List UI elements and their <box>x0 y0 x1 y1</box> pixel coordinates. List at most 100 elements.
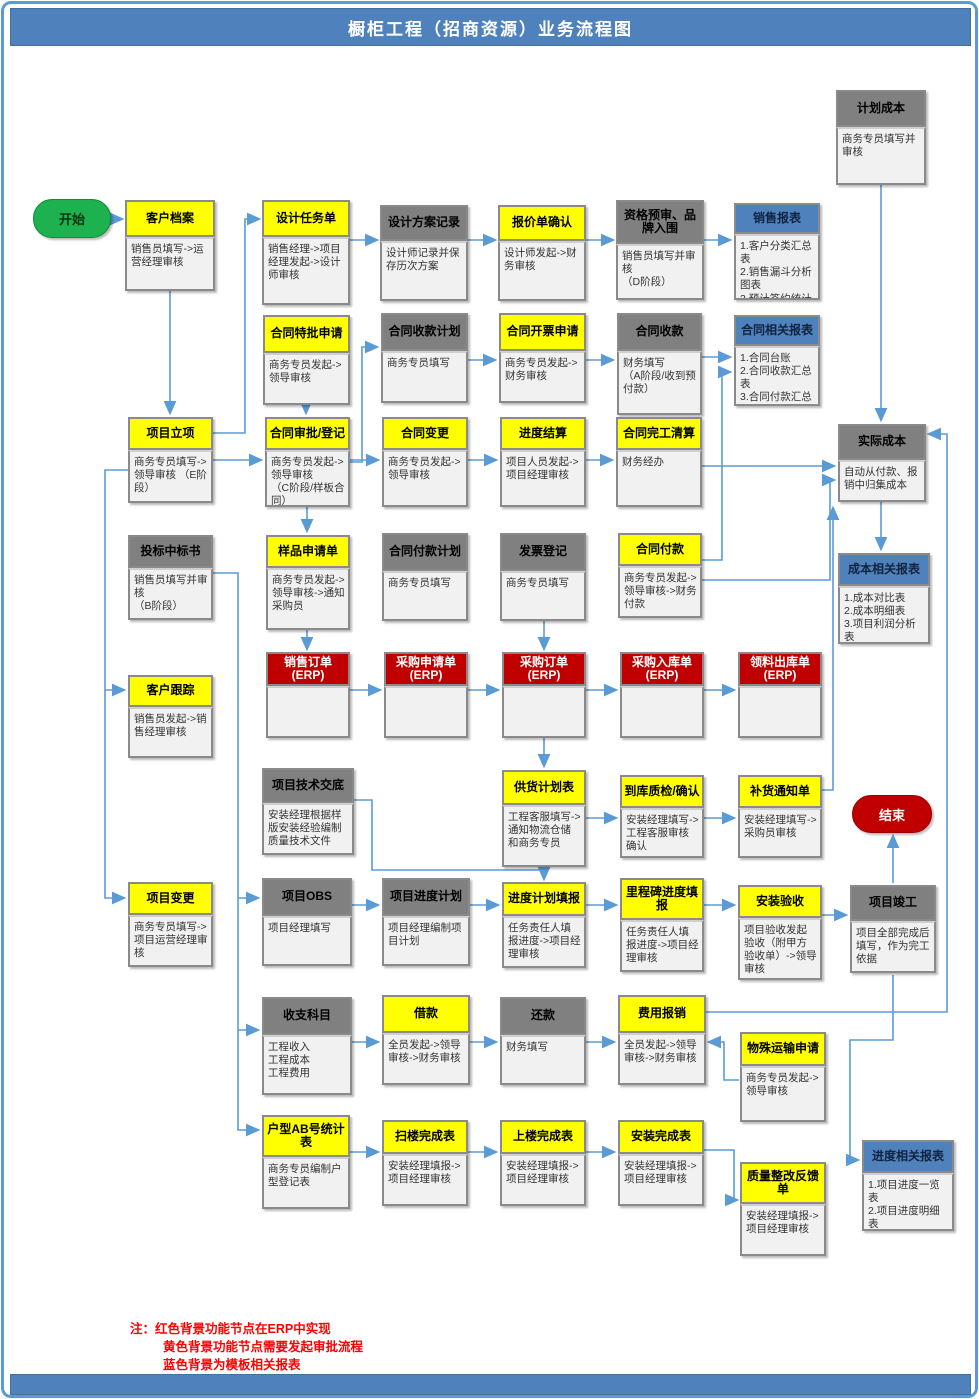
node-header-xiaoshou-dingdan-erp: 销售订单 (ERP) <box>266 652 350 686</box>
node-header-xiangmu-lixiang: 项目立项 <box>128 417 213 450</box>
node-header-hetong-kaipiao-shenqing: 合同开票申请 <box>499 313 586 351</box>
node-body-xiangmu-biangeng: 商务专员填写->项目运营经理审核 <box>128 915 213 967</box>
connector-arrow <box>354 799 551 882</box>
node-body-jindu-xiangguan-baobiao: 1.项目进度一览表 2.项目进度明细表 <box>862 1173 954 1231</box>
flow-node-kehu-dangan: 客户档案销售员填写->运营经理审核 <box>125 200 215 291</box>
node-body-jindu-jihua-tianbao: 任务责任人填报进度->项目经理审核 <box>502 916 586 968</box>
flow-node-huxing-ab-tongjibiao: 户型AB号统计表商务专员编制户型登记表 <box>262 1115 350 1209</box>
node-header-jindu-jihua-tianbao: 进度计划填报 <box>502 882 586 916</box>
flow-node-gonghuo-jihuabiao: 供货计划表工程客服填写->通知物流仓储和商务专员 <box>502 770 586 867</box>
flow-node-hetong-shenpi-dengji: 合同审批/登记商务专员发起->领导审核 （C阶段/样板合同） <box>265 417 350 507</box>
node-body-xiangmu-lixiang: 商务专员填写->领导审核 （E阶段） <box>128 450 213 503</box>
node-body-xiangmu-obs: 项目经理填写 <box>262 916 352 966</box>
flow-node-anzhuang-wanchengbiao: 安装完成表安装经理填报->项目经理审核 <box>618 1120 704 1206</box>
node-body-hetong-xiangguan-baobiao: 1.合同台账 2.合同收款汇总表 3.合同付款汇总表 <box>734 346 820 406</box>
node-body-xiangmu-jindu-jihua: 项目经理编制项目计划 <box>382 916 470 966</box>
title-bar: 橱柜工程（招商资源）业务流程图 <box>10 8 971 46</box>
node-header-caigou-rukudan-erp: 采购入库单 (ERP) <box>620 652 704 686</box>
node-body-baojiadan-queren: 设计师发起->财务审核 <box>498 241 586 301</box>
flow-node-jindu-jihua-tianbao: 进度计划填报任务责任人填报进度->项目经理审核 <box>502 882 586 968</box>
flow-node-caigou-rukudan-erp: 采购入库单 (ERP) <box>620 652 704 738</box>
node-body-hetong-shoukuan: 财务填写 （A阶段/收到预付款） <box>617 351 702 415</box>
node-header-liaoliao-chukudan-erp: 领料出库单 (ERP) <box>738 652 822 686</box>
node-header-jindu-jiesuan: 进度结算 <box>500 417 586 450</box>
flow-node-buhuo-tongzhidan: 补货通知单安装经理填写->采购员审核 <box>738 775 822 858</box>
connector-arrow <box>704 1149 740 1207</box>
flow-node-shanglou-wanchengbiao: 上楼完成表安装经理填报->项目经理审核 <box>500 1120 586 1206</box>
node-header-jiekuan: 借款 <box>382 995 470 1033</box>
flow-node-hetong-biangeng: 合同变更商务专员发起->领导审核 <box>382 417 468 507</box>
node-body-hetong-fukuan: 商务专员发起->领导审核->财务付款 <box>618 566 702 618</box>
connector-arrow <box>702 365 733 561</box>
flow-node-xiangmu-jishu-jiaodi: 项目技术交底安装经理根据样版安装经验编制质量技术文件 <box>262 768 354 855</box>
node-header-hetong-shoukuan: 合同收款 <box>617 313 702 351</box>
node-body-fapiao-dengji: 商务专员填写 <box>500 571 586 621</box>
node-header-feiyong-baoxiao: 费用报销 <box>618 995 706 1033</box>
node-header-sheji-fangan-jilu: 设计方案记录 <box>380 205 468 241</box>
node-body-xiaoshou-baobiao: 1.客户分类汇总表 2.销售漏斗分析图表 3.预计签约统计图表 <box>734 234 820 300</box>
flow-node-shouzhi-kemu: 收支科目工程收入 工程成本 工程费用 <box>262 997 352 1095</box>
node-body-xiangmu-jishu-jiaodi: 安装经理根据样版安装经验编制质量技术文件 <box>262 803 354 855</box>
node-body-yangpin-shenqingdan: 商务专员发起->领导审核->通知采购员 <box>266 568 350 630</box>
node-header-buhuo-tongzhidan: 补货通知单 <box>738 775 822 808</box>
node-body-buhuo-tongzhidan: 安装经理填写->采购员审核 <box>738 808 822 858</box>
node-header-toubiao-zhongbiaoshu: 投标中标书 <box>128 535 213 568</box>
node-body-wushu-yunshu-shenqing: 商务专员发起->领导审核 <box>740 1066 826 1122</box>
node-header-lichengbei-jindu-tianbao: 里程碑进度填报 <box>620 878 704 920</box>
page-title: 橱柜工程（招商资源）业务流程图 <box>348 19 633 39</box>
flow-node-huankuan: 还款财务填写 <box>500 997 586 1085</box>
node-header-anzhuang-wanchengbiao: 安装完成表 <box>618 1120 704 1154</box>
flow-node-jihua-chengben: 计划成本商务专员填写并审核 <box>836 90 926 185</box>
node-body-shouzhi-kemu: 工程收入 工程成本 工程费用 <box>262 1035 352 1095</box>
connector-arrow <box>846 975 894 1167</box>
node-body-hetong-biangeng: 商务专员发起->领导审核 <box>382 450 468 507</box>
node-body-caigou-dingdan-erp <box>502 686 586 738</box>
connector-arrow <box>702 473 837 581</box>
flow-node-xiaoshou-dingdan-erp: 销售订单 (ERP) <box>266 652 350 738</box>
node-header-zhiliang-zhenggai-fankuidan: 质量整改反馈单 <box>740 1162 826 1204</box>
flow-node-jiekuan: 借款全员发起->领导审核->财务审核 <box>382 995 470 1085</box>
node-header-kehu-dangan: 客户档案 <box>125 200 215 237</box>
node-header-jindu-xiangguan-baobiao: 进度相关报表 <box>862 1140 954 1173</box>
flow-node-xiangmu-jindu-jihua: 项目进度计划项目经理编制项目计划 <box>382 878 470 966</box>
node-header-gonghuo-jihuabiao: 供货计划表 <box>502 770 586 805</box>
node-header-hetong-biangeng: 合同变更 <box>382 417 468 450</box>
node-header-shouzhi-kemu: 收支科目 <box>262 997 352 1035</box>
node-header-xiangmu-biangeng: 项目变更 <box>128 882 213 915</box>
flow-node-hetong-shoukuan: 合同收款财务填写 （A阶段/收到预付款） <box>617 313 702 415</box>
flow-node-hetong-fukuan: 合同付款商务专员发起->领导审核->财务付款 <box>618 533 702 618</box>
flow-node-xiangmu-biangeng: 项目变更商务专员填写->项目运营经理审核 <box>128 882 213 967</box>
flow-node-saolou-wanchengbiao: 扫楼完成表安装经理填报->项目经理审核 <box>382 1120 468 1206</box>
node-header-jihua-chengben: 计划成本 <box>836 90 926 127</box>
node-body-huankuan: 财务填写 <box>500 1035 586 1085</box>
node-body-hetong-wangong-qingsuan: 财务经办 <box>616 450 702 507</box>
flow-node-zhiliang-zhenggai-fankuidan: 质量整改反馈单安装经理填报->项目经理审核 <box>740 1162 826 1256</box>
node-body-saolou-wanchengbiao: 安装经理填报->项目经理审核 <box>382 1154 468 1206</box>
node-body-xiangmu-jungong: 项目全部完成后填写，作为完工依据 <box>850 921 936 973</box>
flow-node-hetong-fukuan-jihua: 合同付款计划商务专员填写 <box>382 533 468 621</box>
footer-bar <box>10 1374 971 1395</box>
node-body-sheji-renwudan: 销售经理->项目经理发起->设计师审核 <box>262 237 350 305</box>
node-body-shiji-chengben: 自动从付款、报销中归集成本 <box>838 460 926 502</box>
node-body-shanglou-wanchengbiao: 安装经理填报->项目经理审核 <box>500 1154 586 1206</box>
flow-node-wushu-yunshu-shenqing: 物殊运输申请商务专员发起->领导审核 <box>740 1032 826 1122</box>
node-body-huxing-ab-tongjibiao: 商务专员编制户型登记表 <box>262 1157 350 1209</box>
flow-node-hetong-wangong-qingsuan: 合同完工清算财务经办 <box>616 417 702 507</box>
flow-node-hetong-shoukuan-jihua: 合同收款计划商务专员填写 <box>381 313 468 403</box>
node-body-lichengbei-jindu-tianbao: 任务责任人填报进度->项目经理审核 <box>620 920 704 972</box>
flow-node-zige-yushen: 资格预审、品牌入围销售员填写并审核 （D阶段） <box>616 200 704 300</box>
node-body-caigou-rukudan-erp <box>620 686 704 738</box>
node-header-shiji-chengben: 实际成本 <box>838 424 926 460</box>
node-body-zhiliang-zhenggai-fankuidan: 安装经理填报->项目经理审核 <box>740 1204 826 1256</box>
connector-arrow <box>350 340 380 463</box>
node-header-shanglou-wanchengbiao: 上楼完成表 <box>500 1120 586 1154</box>
node-header-xiaoshou-baobiao: 销售报表 <box>734 203 820 234</box>
node-body-xiaoshou-dingdan-erp <box>266 686 350 738</box>
node-header-zige-yushen: 资格预审、品牌入围 <box>616 200 704 244</box>
flow-node-start: 开始 <box>33 199 111 238</box>
